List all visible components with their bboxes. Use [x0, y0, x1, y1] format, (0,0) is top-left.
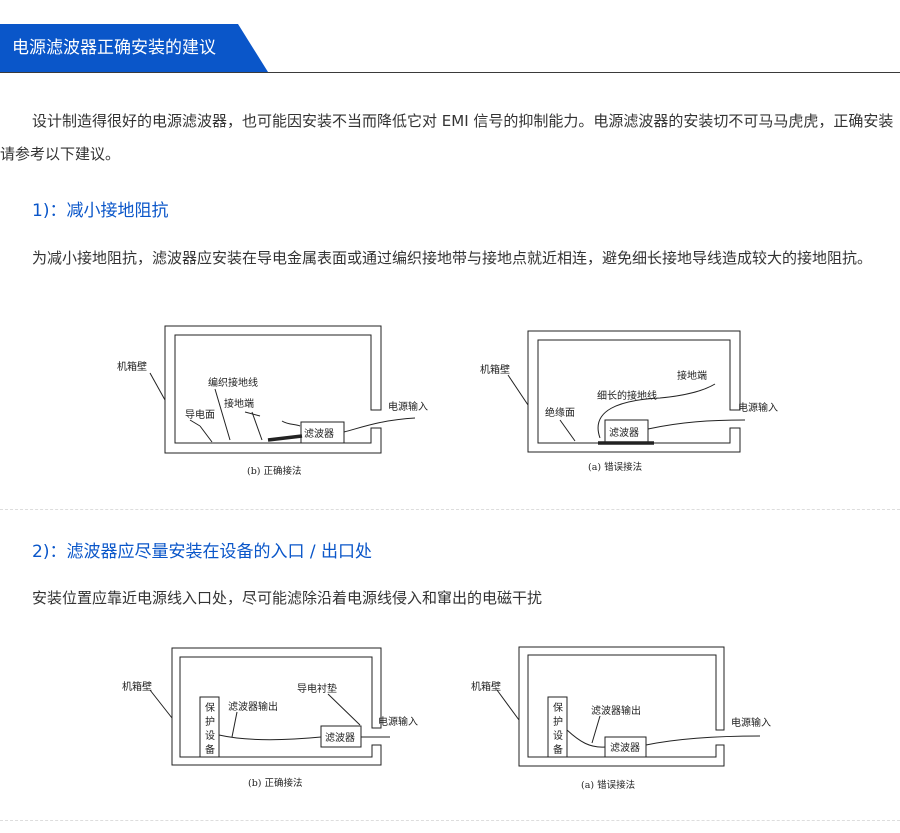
- label-insulated-surface: 绝缘面: [545, 406, 575, 419]
- label-thin-ground-wire: 细长的接地线: [597, 389, 657, 402]
- label-power-input: 电源输入: [731, 716, 771, 729]
- figure-caption: (a) 错误接法: [588, 461, 642, 473]
- figure-ground-wrong: 机箱壁 接地端 细长的接地线 绝缘面 滤波器 电源输入 (a) 错误接法: [480, 330, 778, 473]
- title-divider: [0, 72, 900, 73]
- label-ground-end: 接地端: [677, 369, 707, 382]
- label-filter-output: 滤波器输出: [591, 704, 641, 717]
- section-divider: [0, 509, 900, 510]
- device-char: 保: [205, 701, 215, 714]
- label-conductive-surface: 导电面: [185, 408, 215, 421]
- label-wall: 机箱壁: [122, 680, 152, 693]
- figure-position-correct: 机箱壁 导电衬垫 滤波器输出 保 护 设 备 滤波器 电源输入 (b) 正确接法: [122, 647, 418, 789]
- label-power-input: 电源输入: [378, 715, 418, 728]
- label-ground-end: 接地端: [224, 397, 254, 410]
- device-char: 护: [553, 715, 563, 728]
- label-filter: 滤波器: [325, 731, 355, 744]
- label-wall: 机箱壁: [471, 680, 501, 693]
- section1-paragraph: 为减小接地阻抗，滤波器应安装在导电金属表面或通过编织接地带与接地点就近相连，避免…: [32, 249, 873, 267]
- intro-paragraph: 设计制造得很好的电源滤波器，也可能因安装不当而降低它对 EMI 信号的抑制能力。…: [0, 112, 894, 163]
- device-char: 备: [205, 743, 215, 756]
- label-gasket: 导电衬垫: [297, 682, 337, 695]
- label-filter: 滤波器: [304, 427, 334, 440]
- label-power-input: 电源输入: [738, 401, 778, 414]
- label-filter-output: 滤波器输出: [228, 700, 278, 713]
- section2-heading: 2)：滤波器应尽量安装在设备的入口 / 出口处: [32, 542, 372, 562]
- label-filter: 滤波器: [609, 426, 639, 439]
- device-char: 备: [553, 743, 563, 756]
- device-char: 护: [205, 715, 215, 728]
- label-braid-wire: 编织接地线: [208, 376, 258, 389]
- figure-position-wrong: 机箱壁 滤波器输出 保 护 设 备 滤波器 电源输入 (a) 错误接法: [471, 646, 771, 791]
- section-banner: 电源滤波器正确安装的建议: [0, 24, 268, 72]
- device-char: 设: [553, 730, 563, 742]
- figure-caption: (b) 正确接法: [248, 777, 303, 789]
- label-wall: 机箱壁: [480, 363, 510, 376]
- label-wall: 机箱壁: [117, 360, 147, 373]
- figure-caption: (a) 错误接法: [581, 779, 635, 791]
- section2-paragraph: 安装位置应靠近电源线入口处，尽可能滤除沿着电源线侵入和窜出的电磁干扰: [32, 589, 543, 607]
- figure-ground-correct: 机箱壁 编织接地线 接地端 导电面 滤波器 电源输入 (b) 正确接法: [117, 325, 428, 477]
- device-char: 保: [553, 701, 563, 714]
- label-power-input: 电源输入: [388, 400, 428, 413]
- figure-caption: (b) 正确接法: [247, 465, 302, 477]
- device-char: 设: [205, 730, 215, 742]
- bottom-divider: [0, 820, 900, 821]
- section1-heading: 1)：减小接地阻抗: [32, 201, 169, 221]
- page-title: 电源滤波器正确安装的建议: [12, 38, 216, 58]
- label-filter: 滤波器: [610, 741, 640, 754]
